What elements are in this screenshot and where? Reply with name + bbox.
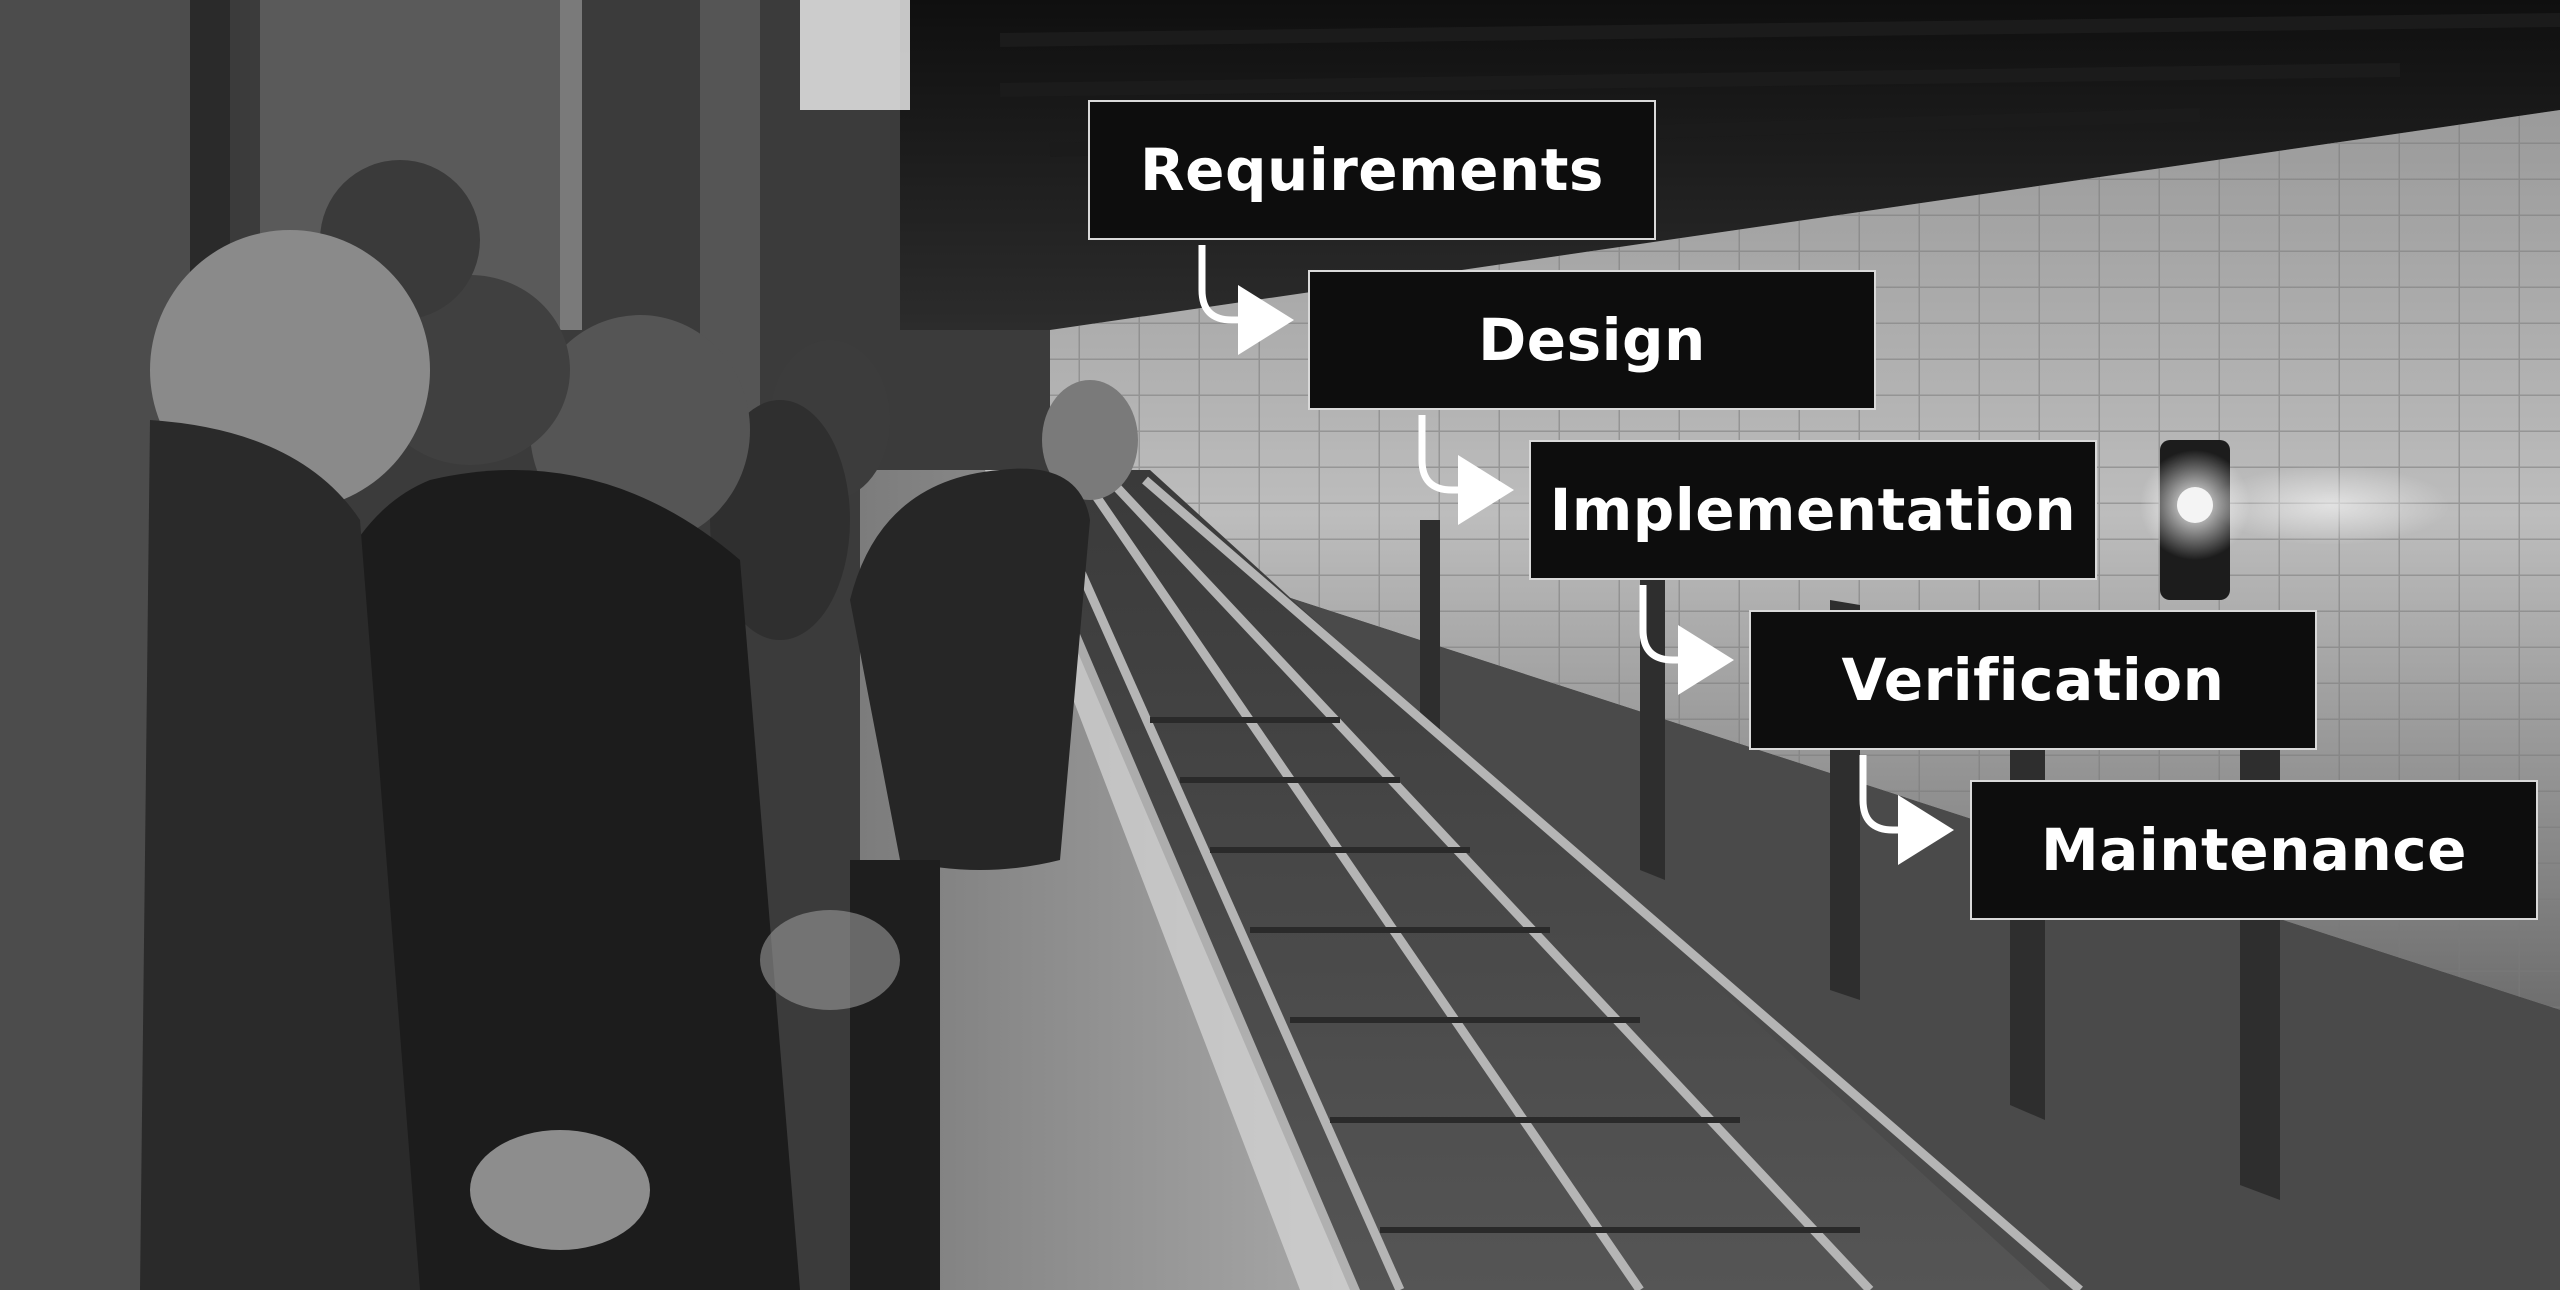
step-label: Design	[1478, 306, 1706, 374]
step-label: Verification	[1841, 646, 2225, 714]
step-label: Maintenance	[2040, 816, 2468, 884]
step-label: Implementation	[1549, 476, 2077, 544]
step-maintenance: Maintenance	[1970, 780, 2538, 920]
step-implementation: Implementation	[1529, 440, 2097, 580]
step-label: Requirements	[1140, 136, 1604, 204]
step-design: Design	[1308, 270, 1876, 410]
step-verification: Verification	[1749, 610, 2317, 750]
step-requirements: Requirements	[1088, 100, 1656, 240]
